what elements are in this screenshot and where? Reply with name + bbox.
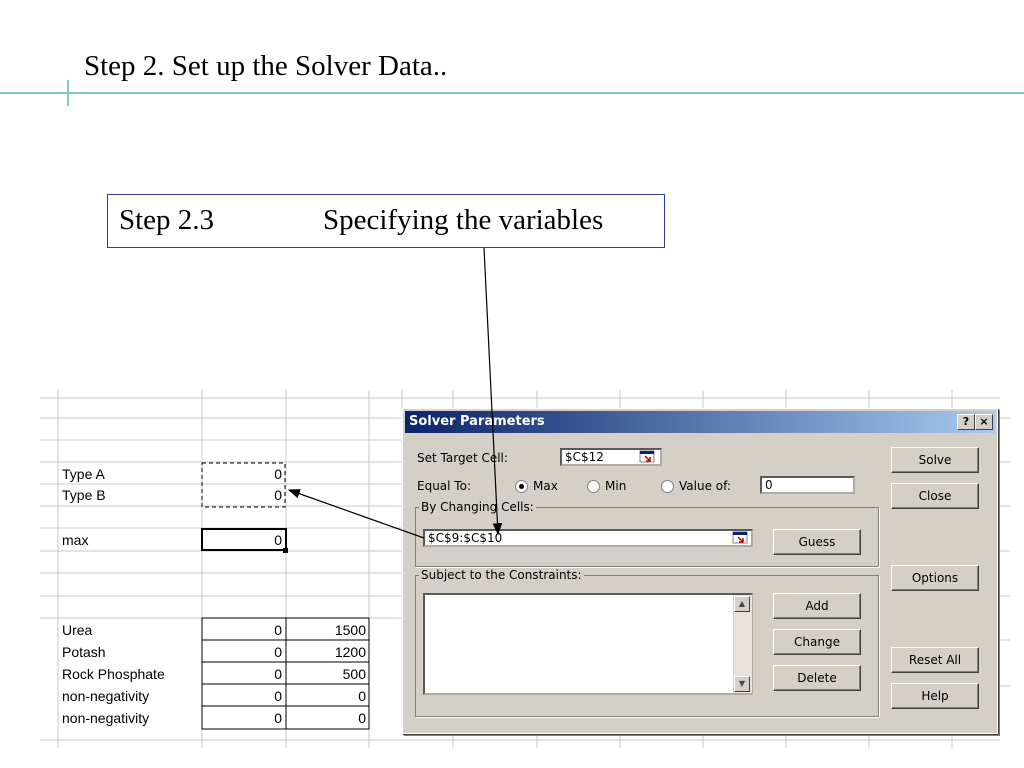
dialog-titlebar[interactable]: Solver Parameters ? × [405, 411, 995, 433]
changing-cells-label: By Changing Cells: [419, 500, 536, 514]
add-button[interactable]: Add [773, 593, 861, 619]
cell-rock-phosphate-limit[interactable]: 500 [342, 666, 366, 682]
value-of-input[interactable]: 0 [760, 476, 855, 494]
cell-rock-phosphate-value[interactable]: 0 [274, 666, 282, 682]
constraints-label: Subject to the Constraints: [419, 568, 584, 582]
solver-parameters-dialog: Solver Parameters ? × Set Target Cell: $… [402, 408, 998, 734]
scroll-up-icon[interactable]: ▲ [734, 596, 750, 612]
options-button[interactable]: Options [891, 565, 979, 591]
changing-cells-input[interactable]: $C$9:$C$10 [423, 529, 753, 547]
target-cell-input[interactable]: $C$12 [560, 448, 662, 466]
row-label-rock-phosphate: Rock Phosphate [62, 666, 165, 682]
target-cell-value: $C$12 [565, 450, 604, 464]
cell-non-negativity-2-limit[interactable]: 0 [358, 710, 366, 726]
target-cell-label: Set Target Cell: [417, 451, 508, 465]
collapse-dialog-icon[interactable] [639, 450, 655, 464]
help-question-icon[interactable]: ? [957, 414, 975, 430]
cell-type-a-value[interactable]: 0 [274, 466, 282, 482]
max-radio-label[interactable]: Max [533, 479, 558, 493]
constraints-group [415, 575, 879, 717]
value-of-label[interactable]: Value of: [679, 479, 731, 493]
collapse-dialog-icon-2[interactable] [732, 531, 748, 545]
row-label-potash: Potash [62, 644, 106, 660]
delete-button[interactable]: Delete [773, 665, 861, 691]
change-button[interactable]: Change [773, 629, 861, 655]
row-label-type-a: Type A [62, 466, 105, 482]
row-label-max: max [62, 532, 89, 548]
title-tick [67, 80, 69, 106]
row-label-type-b: Type B [62, 487, 106, 503]
help-button[interactable]: Help [891, 683, 979, 709]
solve-button[interactable]: Solve [891, 447, 979, 473]
min-radio-label[interactable]: Min [605, 479, 627, 493]
cell-non-negativity-1-limit[interactable]: 0 [358, 688, 366, 704]
max-radio[interactable] [515, 480, 528, 493]
callout-description: Specifying the variables [323, 204, 604, 236]
close-icon[interactable]: × [975, 414, 993, 430]
slide-title: Step 2. Set up the Solver Data.. [84, 50, 448, 82]
reset-all-button[interactable]: Reset All [891, 647, 979, 673]
cell-max-value[interactable]: 0 [274, 532, 282, 548]
arrow-to-changing-cells [483, 247, 503, 536]
value-of-value: 0 [765, 478, 773, 492]
min-radio[interactable] [587, 480, 600, 493]
callout-step: Step 2.3 [119, 204, 215, 236]
dialog-title: Solver Parameters [409, 414, 545, 429]
value-of-radio[interactable] [661, 480, 674, 493]
constraints-list[interactable] [423, 593, 753, 695]
title-rule [0, 92, 1024, 94]
cell-urea-limit[interactable]: 1500 [334, 622, 366, 638]
cell-potash-value[interactable]: 0 [274, 644, 282, 660]
row-label-non-negativity-2: non-negativity [62, 710, 150, 726]
changing-cells-value: $C$9:$C$10 [428, 531, 503, 545]
changing-cells-group [415, 507, 879, 567]
cell-non-negativity-1-value[interactable]: 0 [274, 688, 282, 704]
cell-non-negativity-2-value[interactable]: 0 [274, 710, 282, 726]
cell-urea-value[interactable]: 0 [274, 622, 282, 638]
close-button[interactable]: Close [891, 483, 979, 509]
row-label-non-negativity-1: non-negativity [62, 688, 150, 704]
equal-to-label: Equal To: [417, 479, 471, 493]
row-label-urea: Urea [62, 622, 93, 638]
scroll-down-icon[interactable]: ▼ [734, 676, 750, 692]
constraints-scrollbar[interactable] [733, 595, 752, 693]
cell-type-b-value[interactable]: 0 [274, 487, 282, 503]
arrow-to-variable-cells [287, 489, 425, 539]
guess-button[interactable]: Guess [773, 529, 861, 555]
cell-potash-limit[interactable]: 1200 [334, 644, 366, 660]
step-callout: Step 2.3 Specifying the variables [107, 194, 665, 248]
